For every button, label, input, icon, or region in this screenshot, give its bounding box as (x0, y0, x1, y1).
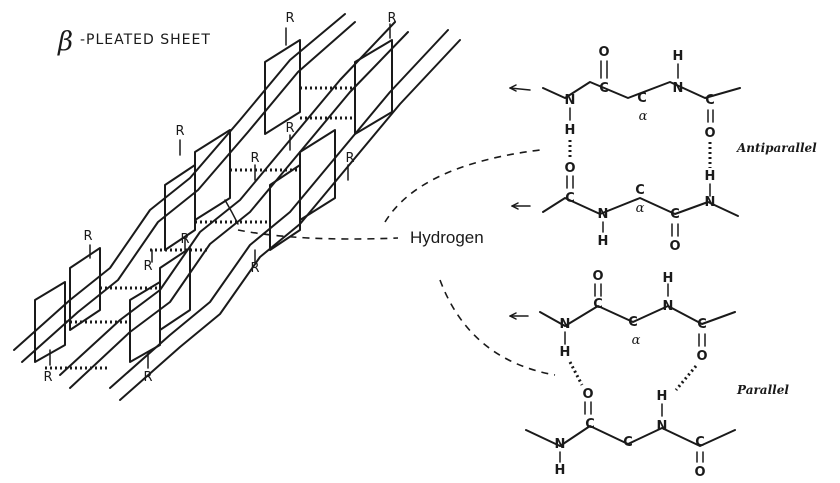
atom-n: N (555, 437, 566, 452)
atom-n: N (673, 81, 684, 96)
side-chain-stubs (49, 23, 391, 369)
atom-o: O (592, 269, 603, 284)
hbond-pointer-tick (224, 199, 239, 225)
title-text: -PLEATED SHEET (80, 32, 211, 48)
r-label: R (250, 261, 259, 276)
atom-c: C (697, 317, 707, 332)
atom-c-alpha: C (623, 435, 633, 450)
atom-o: O (694, 465, 705, 480)
r-label: R (143, 259, 152, 274)
atom-n: N (663, 299, 674, 314)
atom-h: H (598, 234, 609, 249)
arrow-head (511, 202, 519, 210)
hydrogen-callout: Hydrogen (237, 149, 556, 376)
pleated-sheet-drawing: R R R R R R R R R R R R (13, 11, 461, 401)
strand-rails (13, 13, 461, 401)
r-label: R (345, 151, 354, 166)
parallel-structure: N H C O C α N H C O O H N H C C N C O (509, 269, 789, 480)
atom-c: C (670, 207, 680, 222)
parallel-label: Parallel (736, 383, 789, 397)
atom-o: O (669, 239, 680, 254)
atom-h: H (663, 271, 674, 286)
arrow-head (509, 84, 517, 92)
atom-o: O (564, 161, 575, 176)
atom-n: N (705, 195, 716, 210)
alpha-label: α (639, 109, 648, 124)
alpha-label: α (632, 333, 641, 348)
beta-symbol: β (57, 27, 73, 57)
r-label: R (175, 124, 184, 139)
r-label: R (285, 11, 294, 26)
atom-c-alpha: C (635, 183, 645, 198)
atom-n: N (657, 419, 668, 434)
leader-to-parallel (439, 279, 556, 376)
atom-h: H (705, 169, 716, 184)
atom-c-alpha: C (628, 315, 638, 330)
antiparallel-structure: N C O C α N H C H O O H C N H C α C (509, 45, 817, 254)
r-label: R (180, 232, 189, 247)
atom-o: O (704, 126, 715, 141)
r-label: R (387, 11, 396, 26)
r-label: R (83, 229, 92, 244)
alpha-label: α (636, 201, 645, 216)
arrow-shaft (509, 87, 531, 91)
atom-h: H (673, 49, 684, 64)
sheet-hydrogen-bonds (45, 86, 355, 370)
r-label: R (285, 121, 294, 136)
antiparallel-label: Antiparallel (736, 141, 817, 155)
atom-n: N (560, 317, 571, 332)
r-label: R (43, 370, 52, 385)
atom-n: N (598, 207, 609, 222)
atom-c: C (705, 93, 715, 108)
r-label: R (250, 151, 259, 166)
atom-c: C (565, 191, 575, 206)
leader-to-antiparallel (384, 149, 541, 223)
atom-h: H (565, 123, 576, 138)
leader-to-sheet (237, 229, 399, 240)
atom-h: H (657, 389, 668, 404)
side-chain-labels: R R R R R R R R R R R R (43, 11, 396, 385)
atom-h: H (555, 463, 566, 478)
arrow-head (509, 312, 517, 320)
hydrogen-label: Hydrogen (410, 228, 484, 247)
pleat-panels (34, 39, 393, 363)
sheet-title: β -PLEATED SHEET (57, 27, 211, 57)
atom-c: C (695, 435, 705, 450)
atom-o: O (582, 387, 593, 402)
atom-h: H (560, 345, 571, 360)
atom-c: C (585, 417, 595, 432)
atom-c-alpha: C (637, 91, 647, 106)
atom-c: C (599, 81, 609, 96)
atom-o: O (598, 45, 609, 60)
atom-c: C (593, 297, 603, 312)
atom-o: O (696, 349, 707, 364)
r-label: R (143, 370, 152, 385)
atom-n: N (565, 93, 576, 108)
